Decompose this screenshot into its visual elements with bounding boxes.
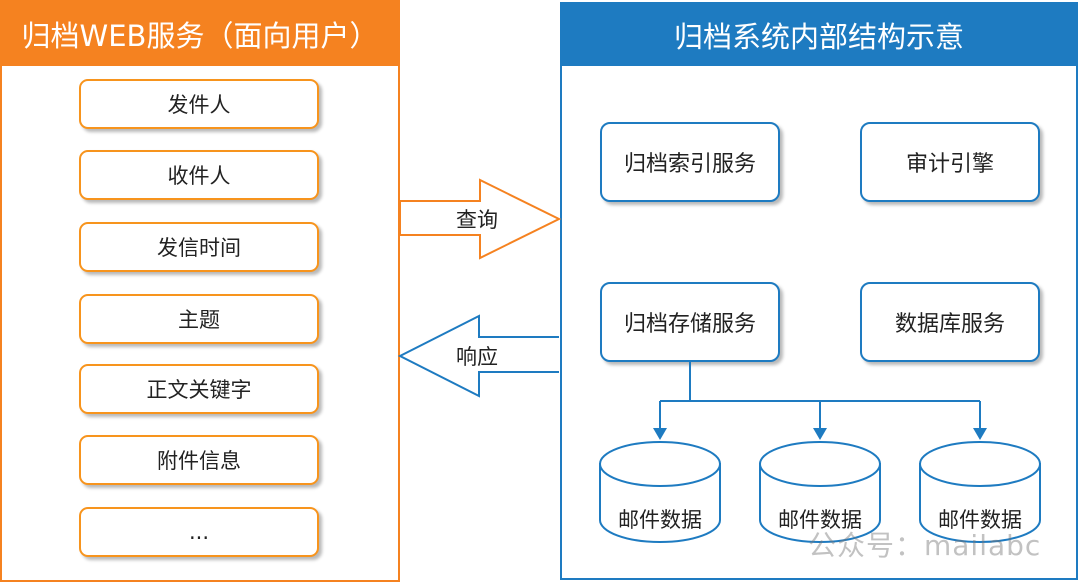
response-label: 响应 — [456, 345, 498, 369]
arrowhead-db2 — [813, 428, 827, 440]
archive-storage-service: 归档存储服务 — [600, 282, 780, 362]
arrowhead-db3 — [973, 428, 987, 440]
database-cylinder-1 — [599, 441, 721, 543]
connector-arrowheads — [653, 428, 987, 440]
field-subject[interactable]: 主题 — [79, 294, 319, 344]
database-cylinder-3 — [919, 441, 1041, 543]
field-recipient[interactable]: 收件人 — [79, 150, 319, 200]
mail-data-label-1: 邮件数据 — [618, 508, 702, 532]
audit-engine: 审计引擎 — [860, 122, 1040, 202]
field-attachment-info[interactable]: 附件信息 — [79, 435, 319, 485]
storage-connectors — [659, 362, 981, 434]
watermark: 公众号：mailabc — [808, 529, 1042, 562]
query-label: 查询 — [456, 208, 498, 232]
field-send-time[interactable]: 发信时间 — [79, 222, 319, 272]
archive-index-service: 归档索引服务 — [600, 122, 780, 202]
response-arrow — [397, 314, 559, 398]
arrowhead-db1 — [653, 428, 667, 440]
database-cylinder-2 — [759, 441, 881, 543]
query-arrow — [399, 178, 562, 260]
mail-data-label-3: 邮件数据 — [938, 508, 1022, 532]
archive-system-title: 归档系统内部结构示意 — [562, 4, 1076, 66]
database-service: 数据库服务 — [860, 282, 1040, 362]
field-body-keyword[interactable]: 正文关键字 — [79, 364, 319, 414]
mail-data-label-2: 邮件数据 — [778, 508, 862, 532]
field-sender[interactable]: 发件人 — [79, 79, 319, 129]
field-more[interactable]: ... — [79, 507, 319, 557]
web-service-title: 归档WEB服务（面向用户） — [2, 2, 398, 66]
